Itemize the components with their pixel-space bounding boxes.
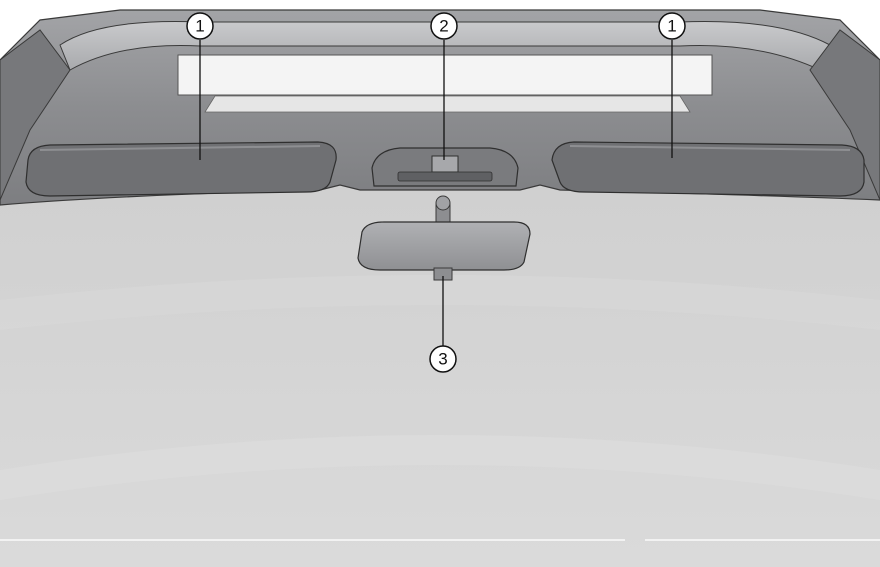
left-pillar — [0, 29, 71, 201]
windshield-reflection-band — [0, 275, 880, 330]
sun-visor-right — [551, 141, 865, 197]
rearview-mirror — [357, 221, 531, 271]
callout-3-label: 3 — [438, 350, 447, 369]
mirror-stem-top — [435, 195, 451, 211]
windshield-reflection-band-lower — [0, 435, 880, 500]
overhead-console-button — [431, 155, 459, 173]
callout-1-left: 1 — [186, 12, 214, 40]
roof-opening — [177, 54, 713, 96]
sun-visor-right-highlight — [569, 145, 851, 151]
callout-2-label: 2 — [439, 17, 448, 36]
roof-opening-lower — [204, 95, 691, 113]
sun-visor-left-highlight — [39, 145, 321, 151]
overhead-console-lens — [397, 171, 493, 182]
callout-3: 3 — [429, 345, 457, 373]
callout-1-right: 1 — [658, 12, 686, 40]
callout-1-right-label: 1 — [667, 17, 676, 36]
callout-1-left-label: 1 — [195, 17, 204, 36]
sun-visor-left — [25, 141, 337, 197]
callout-2: 2 — [430, 12, 458, 40]
